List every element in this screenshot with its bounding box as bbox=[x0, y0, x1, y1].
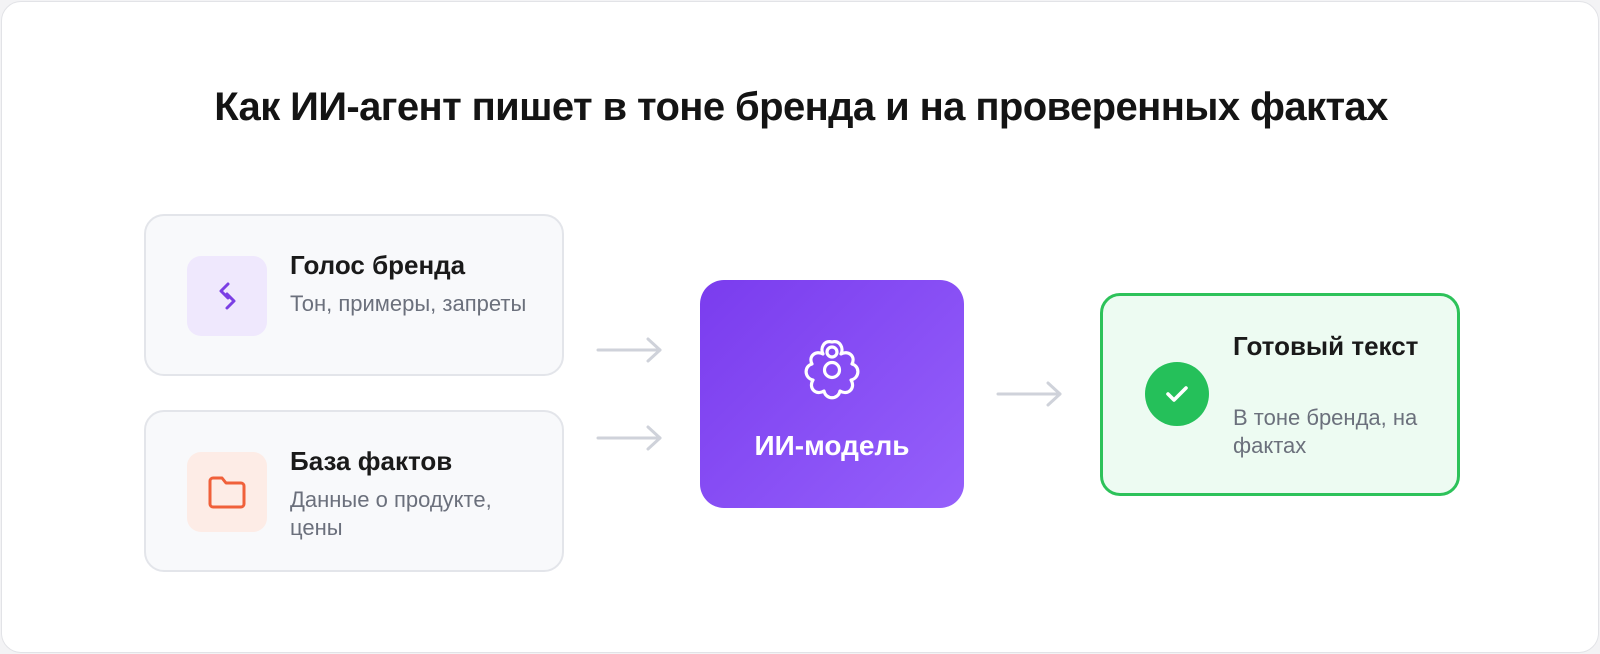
checkmark-badge bbox=[1145, 362, 1209, 426]
arrow-facts-to-model bbox=[596, 425, 662, 451]
brand-voice-icon-box bbox=[187, 256, 267, 336]
arrow-model-to-output bbox=[996, 381, 1062, 407]
ready-text-subtitle: В тоне бренда, на фактах bbox=[1233, 405, 1418, 458]
diagram-title: Как ИИ-агент пишет в тоне бренда и на пр… bbox=[214, 85, 1388, 129]
facts-base-subtitle: Данные о продукте, цены bbox=[290, 487, 492, 540]
ai-model-block: ИИ-модель bbox=[700, 280, 964, 508]
ai-model-label: ИИ-модель bbox=[754, 430, 910, 461]
arrow-voice-to-model bbox=[596, 337, 662, 363]
ready-text-card: Готовый текст В тоне бренда, на фактах bbox=[1100, 293, 1460, 496]
facts-base-icon-box bbox=[187, 452, 267, 532]
model-flower-icon bbox=[804, 340, 860, 400]
brand-voice-subtitle: Тон, примеры, запреты bbox=[290, 291, 527, 316]
brand-voice-title: Голос бренда bbox=[290, 250, 466, 280]
folder-icon bbox=[208, 476, 246, 509]
facts-base-title: База фактов bbox=[290, 446, 453, 476]
code-brackets-icon bbox=[219, 282, 236, 310]
brand-voice-card: Голос бренда Тон, примеры, запреты bbox=[144, 214, 564, 376]
ready-text-title: Готовый текст bbox=[1233, 331, 1419, 361]
checkmark-icon bbox=[1166, 386, 1188, 402]
facts-base-card: База фактов Данные о продукте, цены bbox=[144, 410, 564, 572]
